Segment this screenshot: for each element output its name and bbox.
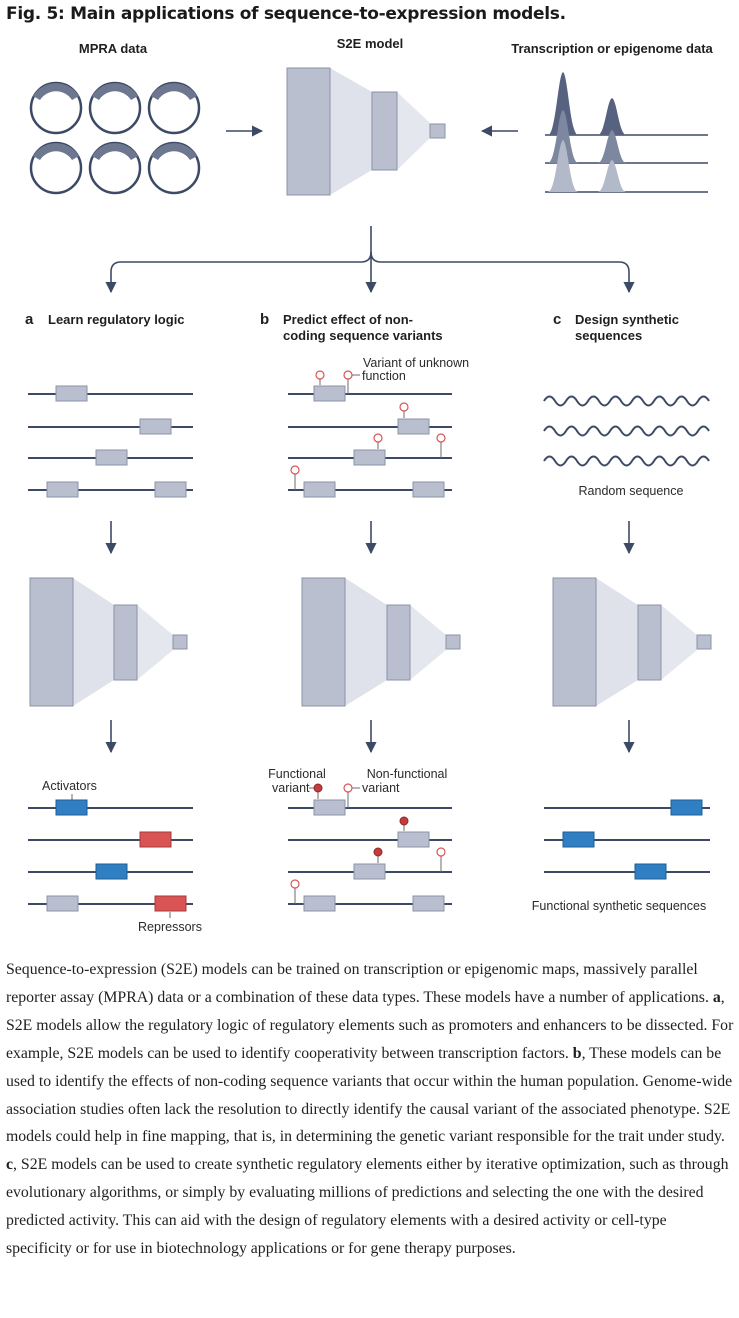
caption-part-a: , S2E models allow the regulatory logic …: [6, 988, 734, 1062]
plasmid-icon: [88, 141, 142, 195]
figure-diagram: MPRA data S2E model Transcription or epi…: [25, 36, 714, 934]
caption-label-c: c: [6, 1156, 14, 1174]
caption-label-a: a: [712, 988, 721, 1006]
panel-c-title-line1: Design synthetic: [575, 312, 679, 327]
branch-connector: [105, 226, 635, 294]
plasmid-grid: [29, 81, 201, 195]
epigenome-tracks-icon: [545, 72, 708, 193]
activators-label: Activators: [42, 779, 97, 793]
caption-label-b: b: [572, 1044, 582, 1062]
random-sequence-label: Random sequence: [579, 484, 684, 498]
plasmid-icon: [29, 81, 83, 135]
panel-b-letter: b: [260, 311, 269, 328]
mpra-data-label: MPRA data: [79, 41, 148, 56]
figure-caption: Sequence-to-expression (S2E) models can …: [6, 956, 734, 1263]
functional-variant-label-line2: variant: [272, 781, 310, 795]
panel-a-output-sequences: [28, 799, 193, 912]
panel-c-letter: c: [553, 311, 561, 328]
s2e-model-icon: [286, 67, 446, 196]
panel-a-model-icon: [29, 577, 188, 707]
variant-unknown-label-line2: function: [362, 369, 406, 383]
panel-b-title-line2: coding sequence variants: [283, 328, 443, 343]
variant-unknown-label-line1: Variant of unknown: [363, 356, 469, 370]
panel-b-title-line1: Predict effect of non-: [283, 312, 413, 327]
caption-part-b: , These models can be used to identify t…: [6, 1044, 733, 1146]
functional-variant-label-line1: Functional: [268, 767, 326, 781]
panel-b-input-sequences: [288, 370, 452, 498]
panel-a-letter: a: [25, 311, 34, 328]
panel-c-output-sequences: [544, 799, 710, 880]
plasmid-icon: [88, 81, 142, 135]
plasmid-icon: [147, 81, 201, 135]
panel-b-output-sequences: [288, 783, 452, 912]
repressors-label: Repressors: [138, 920, 202, 934]
caption-intro: Sequence-to-expression (S2E) models can …: [6, 961, 713, 1006]
panel-c-model-icon: [552, 577, 712, 707]
panel-a-title: Learn regulatory logic: [48, 312, 185, 327]
nonfunctional-variant-label-line2: variant: [362, 781, 400, 795]
figure-title: Fig. 5: Main applications of sequence-to…: [6, 4, 566, 24]
panel-c-title-line2: sequences: [575, 328, 642, 343]
panel-b-model-icon: [301, 577, 461, 707]
plasmid-icon: [147, 141, 201, 195]
caption-part-c: , S2E models can be used to create synth…: [6, 1156, 729, 1258]
functional-synthetic-label: Functional synthetic sequences: [532, 899, 706, 913]
panel-a-input-sequences: [28, 385, 193, 498]
s2e-model-label: S2E model: [337, 36, 403, 51]
plasmid-icon: [29, 141, 83, 195]
epigenome-data-label: Transcription or epigenome data: [511, 41, 713, 56]
nonfunctional-variant-label-line1: Non-functional: [367, 767, 448, 781]
panel-c-random-sequences: [543, 395, 710, 467]
